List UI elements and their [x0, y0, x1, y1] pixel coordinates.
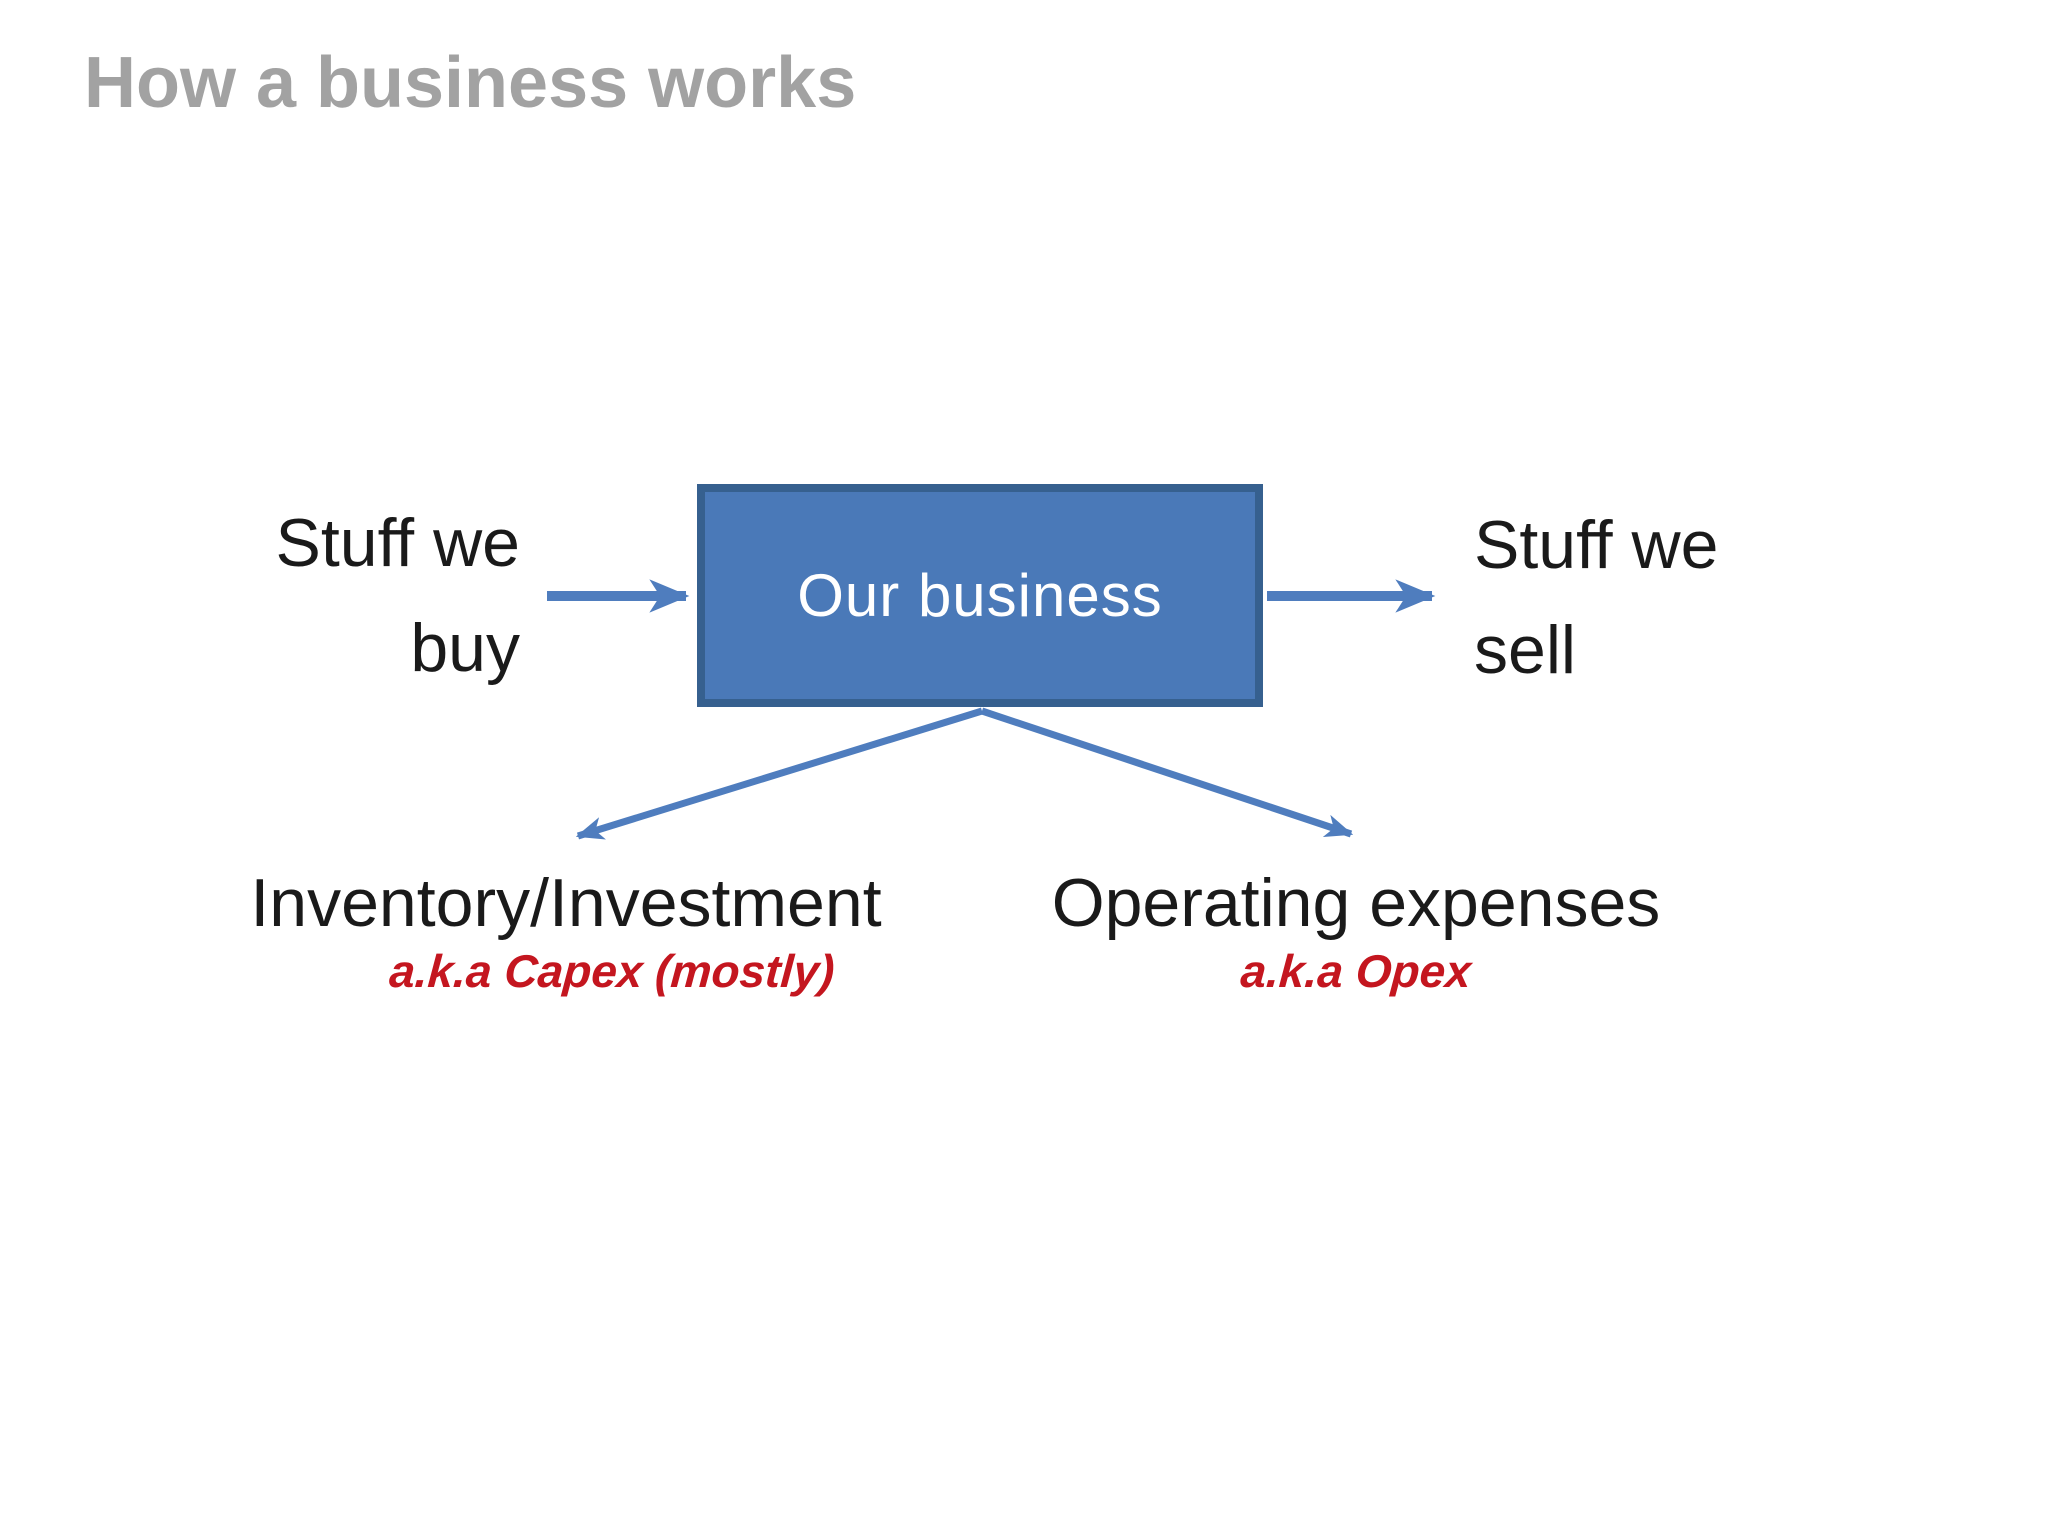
stuff-we-buy-line1: Stuff we [275, 505, 520, 581]
stuff-we-sell-line2: sell [1474, 612, 1577, 688]
our-business-label: Our business [797, 562, 1163, 629]
opex-annotation: a.k.a Opex [1239, 945, 1473, 997]
stuff-we-buy-line2: buy [410, 610, 520, 686]
stuff-we-sell-line1: Stuff we [1474, 507, 1719, 583]
arrow-to-opex-icon [980, 707, 1354, 838]
inventory-investment-label: Inventory/Investment [250, 865, 882, 941]
our-business-box: Our business [697, 484, 1263, 707]
stuff-we-sell-label: Stuff we sell [1474, 493, 1718, 703]
operating-expenses-label: Operating expenses [1051, 865, 1661, 941]
arrow-to-inventory-icon [575, 707, 984, 840]
capex-annotation: a.k.a Capex (mostly) [387, 945, 837, 997]
slide-title: How a business works [84, 43, 857, 123]
stuff-we-buy-label: Stuff we buy [150, 491, 520, 701]
